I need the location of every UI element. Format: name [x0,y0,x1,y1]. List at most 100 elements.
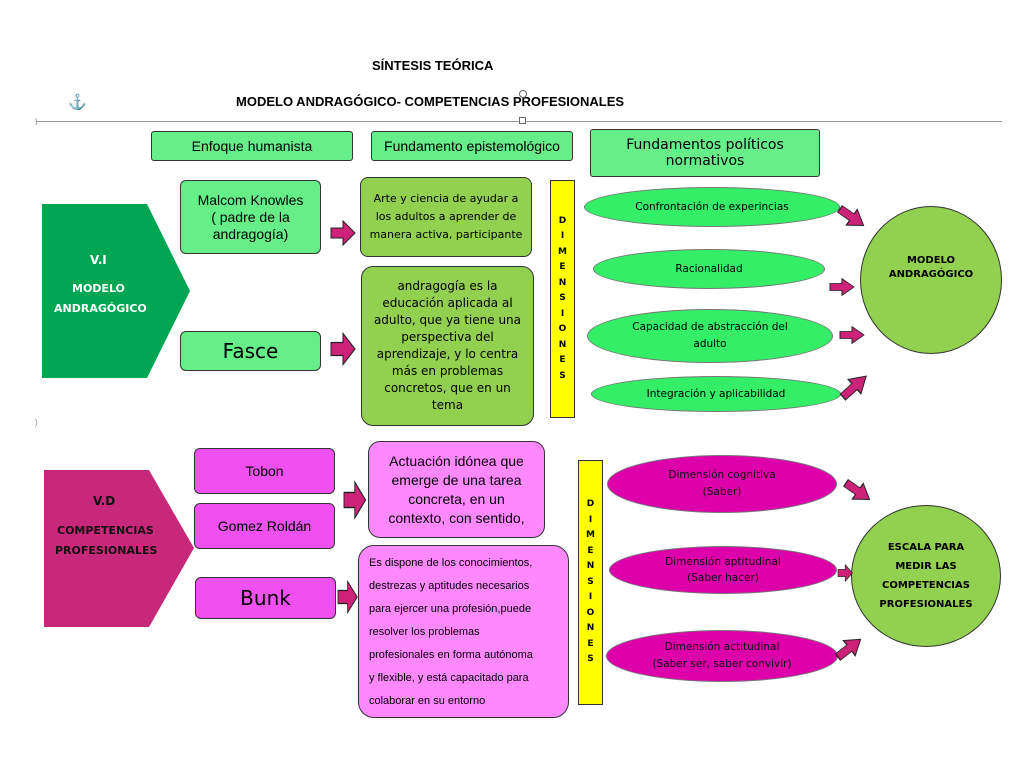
bunk-def-line: colaborar en su entorno [369,695,486,707]
dimensiones-letter: E [559,355,566,366]
diagram-subtitle: MODELO ANDRAGÓGICO- COMPETENCIAS PROFESI… [236,94,625,109]
dimensiones-letter: M [558,246,567,257]
dimensiones-letter: S [559,293,566,304]
selection-handle [519,117,526,124]
header-enfoque-humanista: Enfoque humanista [151,131,353,161]
vi-pentagon-shape [42,204,190,378]
bunk-def-line: resolver los problemas [369,626,480,638]
arrow-right [831,631,868,666]
dimension-cognitiva: Dimensión cognitiva (Saber) [607,455,837,513]
aptitudinal-line1: Dimensión aptitudinal [665,556,781,568]
result-bottom-line2: MEDIR LAS [895,561,957,572]
arrow-right [343,481,367,519]
author-fasce: Fasce [180,331,321,371]
knowles-def-line: manera activa, participante [369,228,523,241]
dimension-actitudinal: Dimensión actitudinal (Saber ser, saber … [606,630,838,682]
dimensiones-letter: O [558,324,567,335]
fasce-def-line: educación aplicada al [382,296,513,310]
arrow-right [839,474,876,508]
bunk-def-line: Es dispone de los conocimientos, [369,557,533,569]
tobon-def-line: emerge de una tarea [391,471,522,488]
dimension-racionalidad: Racionalidad [593,249,825,289]
arrow-right [836,368,874,405]
header-fundamento-epistemologico: Fundamento epistemológico [371,131,573,161]
dimensiones-bar-top: D I M E N S I O N E S [550,180,575,418]
abstraccion-line2: adulto [693,338,727,350]
header-politicos-line2: normativos [665,153,745,169]
vd-title-line1: COMPETENCIAS [57,524,154,537]
definition-knowles: Arte y ciencia de ayudar a los adultos a… [360,177,532,257]
dimensiones-bar-bottom: D I M E N S I O N E S [578,460,603,705]
fasce-def-line: aprendizaje, y lo centra [376,347,519,361]
dimensiones-letter: I [560,231,565,242]
margin-mark: ) [35,418,38,427]
dimension-integracion: Integración y aplicabilidad [591,376,841,412]
definition-fasce: andragogía es la educación aplicada al a… [361,266,534,426]
bunk-def-line: y flexible, y está capacitado para [369,672,529,684]
aptitudinal-line2: (Saber hacer) [687,572,759,584]
dimensiones-letter: D [558,215,567,226]
dimension-aptitudinal: Dimensión aptitudinal (Saber hacer) [609,546,837,594]
arrow-right [839,326,865,344]
knowles-def-line: Arte y ciencia de ayudar a [373,192,519,205]
dimensiones-letter: I [588,592,593,603]
margin-mark: ) [35,117,38,126]
fasce-def-line: perspectiva del [401,330,494,344]
fasce-def-line: adulto, que ya tiene una [373,313,522,327]
vd-label: V.D [93,494,116,508]
dimensiones-letter: S [587,576,594,587]
knowles-def-line: los adultos a aprender de [375,210,517,223]
dimensiones-letter: D [586,499,595,510]
fasce-def-line: tema [431,398,464,412]
actitudinal-line1: Dimensión actitudinal [664,641,780,653]
header-politicos-line1: Fundamentos políticos [626,137,784,153]
fasce-def-line: concretos, que en un [384,381,511,395]
definition-tobon: Actuación idónea que emerge de una tarea… [368,441,545,538]
actitudinal-line2: (Saber ser, saber convivir) [652,658,792,670]
dimensiones-letter: M [586,530,595,541]
dimension-confrontacion: Confrontación de experincias [584,187,840,227]
knowles-line3: andragogía) [212,225,289,242]
dimensiones-letter: I [588,514,593,525]
result-top-line2: ANDRAGÓGICO [888,269,974,280]
knowles-line1: Malcom Knowles [197,191,304,208]
definition-bunk: Es dispone de los conocimientos, destrez… [358,545,569,718]
bunk-def-line: para ejercer una profesión,puede [369,603,532,615]
dimensiones-letter: E [559,262,566,273]
arrow-right [330,220,356,246]
dimensiones-letter: N [586,561,595,572]
result-bottom-line3: COMPETENCIAS [882,580,970,591]
cognitiva-line2: (Saber) [702,486,742,498]
abstraccion-line1: Capacidad de abstracción del [632,321,788,333]
fasce-def-line: andragogía es la [397,279,498,293]
author-gomez-roldan: Gomez Roldán [194,503,335,549]
result-bottom-line4: PROFESIONALES [879,599,973,610]
result-modelo-andragogico: MODELO ANDRAGÓGICO [860,206,1002,354]
diagram-title: SÍNTESIS TEÓRICA [372,58,494,73]
vi-title-line2: ANDRAGÓGICO [54,302,147,315]
dimensiones-letter: O [586,607,595,618]
dimensiones-letter: S [559,370,566,381]
author-tobon: Tobon [194,448,335,494]
dimensiones-letter: S [587,654,594,665]
author-malcom-knowles: Malcom Knowles ( padre de la andragogía) [180,180,321,254]
arrow-right [337,580,358,614]
vd-pentagon-shape [44,470,194,627]
header-fundamentos-politicos: Fundamentos políticos normativos [590,129,820,177]
knowles-line2: ( padre de la [211,208,290,225]
dimensiones-letter: I [560,308,565,319]
tobon-def-line: concreta, en un [408,490,505,507]
vi-label: V.I [90,253,107,267]
result-escala-competencias: ESCALA PARA MEDIR LAS COMPETENCIAS PROFE… [851,505,1001,647]
vd-title-line2: PROFESIONALES [55,544,158,557]
fasce-def-line: más en problemas [391,364,504,378]
result-top-line1: MODELO [906,255,956,266]
dimensiones-letter: E [587,638,594,649]
result-bottom-line1: ESCALA PARA [887,542,965,553]
dimension-abstraccion: Capacidad de abstracción del adulto [587,309,833,363]
tobon-def-line: Actuación idónea que [389,452,524,469]
dimensiones-letter: N [586,623,595,634]
dimensiones-letter: N [558,339,567,350]
selection-handle [519,90,527,98]
vi-title-line1: MODELO [72,282,125,295]
